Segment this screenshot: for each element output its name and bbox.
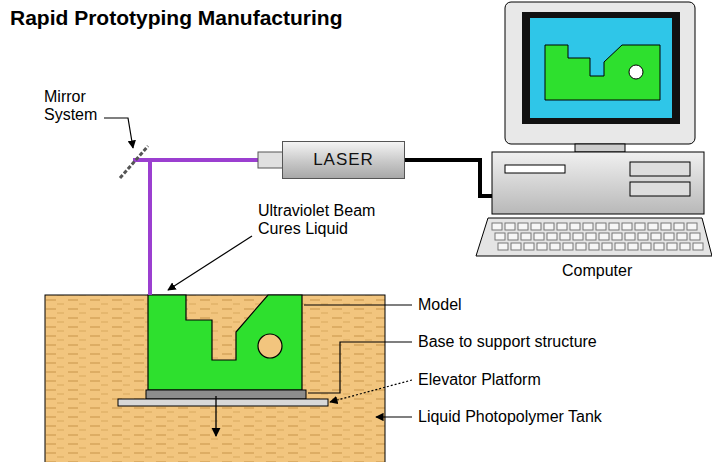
drive-bay	[630, 182, 690, 196]
part-label: Elevator Platform	[418, 371, 541, 389]
key	[570, 223, 580, 230]
key	[690, 233, 700, 240]
laser-box: LASER	[282, 141, 405, 179]
key	[547, 233, 557, 240]
key	[664, 233, 674, 240]
screen-hole	[629, 65, 643, 79]
key	[495, 233, 505, 240]
key	[648, 223, 658, 230]
key	[641, 243, 651, 250]
key	[511, 243, 521, 250]
key	[625, 233, 635, 240]
leader-line	[304, 304, 412, 305]
key	[573, 233, 583, 240]
key	[498, 243, 508, 250]
key	[599, 233, 609, 240]
uv-beam	[133, 160, 262, 295]
key	[661, 223, 671, 230]
drive-slot	[505, 165, 565, 173]
model-part	[148, 295, 302, 390]
key	[531, 223, 541, 230]
support-base	[146, 390, 306, 399]
key	[677, 233, 687, 240]
mirror-label: Mirror System	[44, 88, 108, 124]
key	[557, 223, 567, 230]
key	[560, 233, 570, 240]
key	[693, 243, 703, 250]
key	[508, 233, 518, 240]
drive-bay	[630, 162, 690, 176]
leader-line	[330, 380, 412, 402]
key	[563, 243, 573, 250]
key	[537, 243, 547, 250]
leader-line	[168, 236, 252, 290]
key	[654, 243, 664, 250]
key	[550, 243, 560, 250]
key	[524, 243, 534, 250]
mirror	[120, 146, 148, 178]
key	[521, 233, 531, 240]
screen-model	[545, 45, 660, 100]
computer-cable	[405, 160, 498, 196]
key	[674, 223, 684, 230]
monitor-bezel	[522, 12, 680, 124]
key	[492, 223, 502, 230]
key	[615, 243, 625, 250]
part-label: Model	[418, 296, 462, 314]
key	[602, 243, 612, 250]
key	[628, 243, 638, 250]
key	[583, 223, 593, 230]
key	[505, 223, 515, 230]
keyboard-keys	[492, 223, 703, 250]
computer-label: Computer	[562, 262, 632, 280]
elevator-platform	[118, 399, 328, 406]
key	[596, 223, 606, 230]
laser-label: LASER	[313, 150, 374, 170]
key	[635, 223, 645, 230]
key	[609, 223, 619, 230]
key	[667, 243, 677, 250]
computer-case	[492, 152, 704, 214]
elevator-arrow	[215, 396, 216, 436]
monitor-stand	[575, 144, 625, 152]
key	[687, 223, 697, 230]
key	[534, 233, 544, 240]
key	[576, 243, 586, 250]
screen	[530, 18, 672, 118]
part-label: Base to support structure	[418, 333, 597, 351]
key	[589, 243, 599, 250]
key	[651, 233, 661, 240]
beam-label: Ultraviolet Beam Cures Liquid	[258, 202, 408, 238]
key	[622, 223, 632, 230]
part-label: Liquid Photopolymer Tank	[418, 408, 602, 426]
monitor	[505, 2, 695, 144]
key	[544, 223, 554, 230]
leader-line	[308, 342, 412, 393]
leader-line	[104, 118, 133, 148]
key	[586, 233, 596, 240]
laser-nozzle	[258, 152, 283, 168]
key	[680, 243, 690, 250]
title: Rapid Prototyping Manufacturing	[10, 6, 342, 30]
model-hole	[258, 334, 282, 358]
photopolymer-tank	[45, 295, 385, 462]
key	[612, 233, 622, 240]
key	[638, 233, 648, 240]
key	[518, 223, 528, 230]
keyboard	[476, 218, 712, 256]
leader-line	[376, 416, 412, 417]
